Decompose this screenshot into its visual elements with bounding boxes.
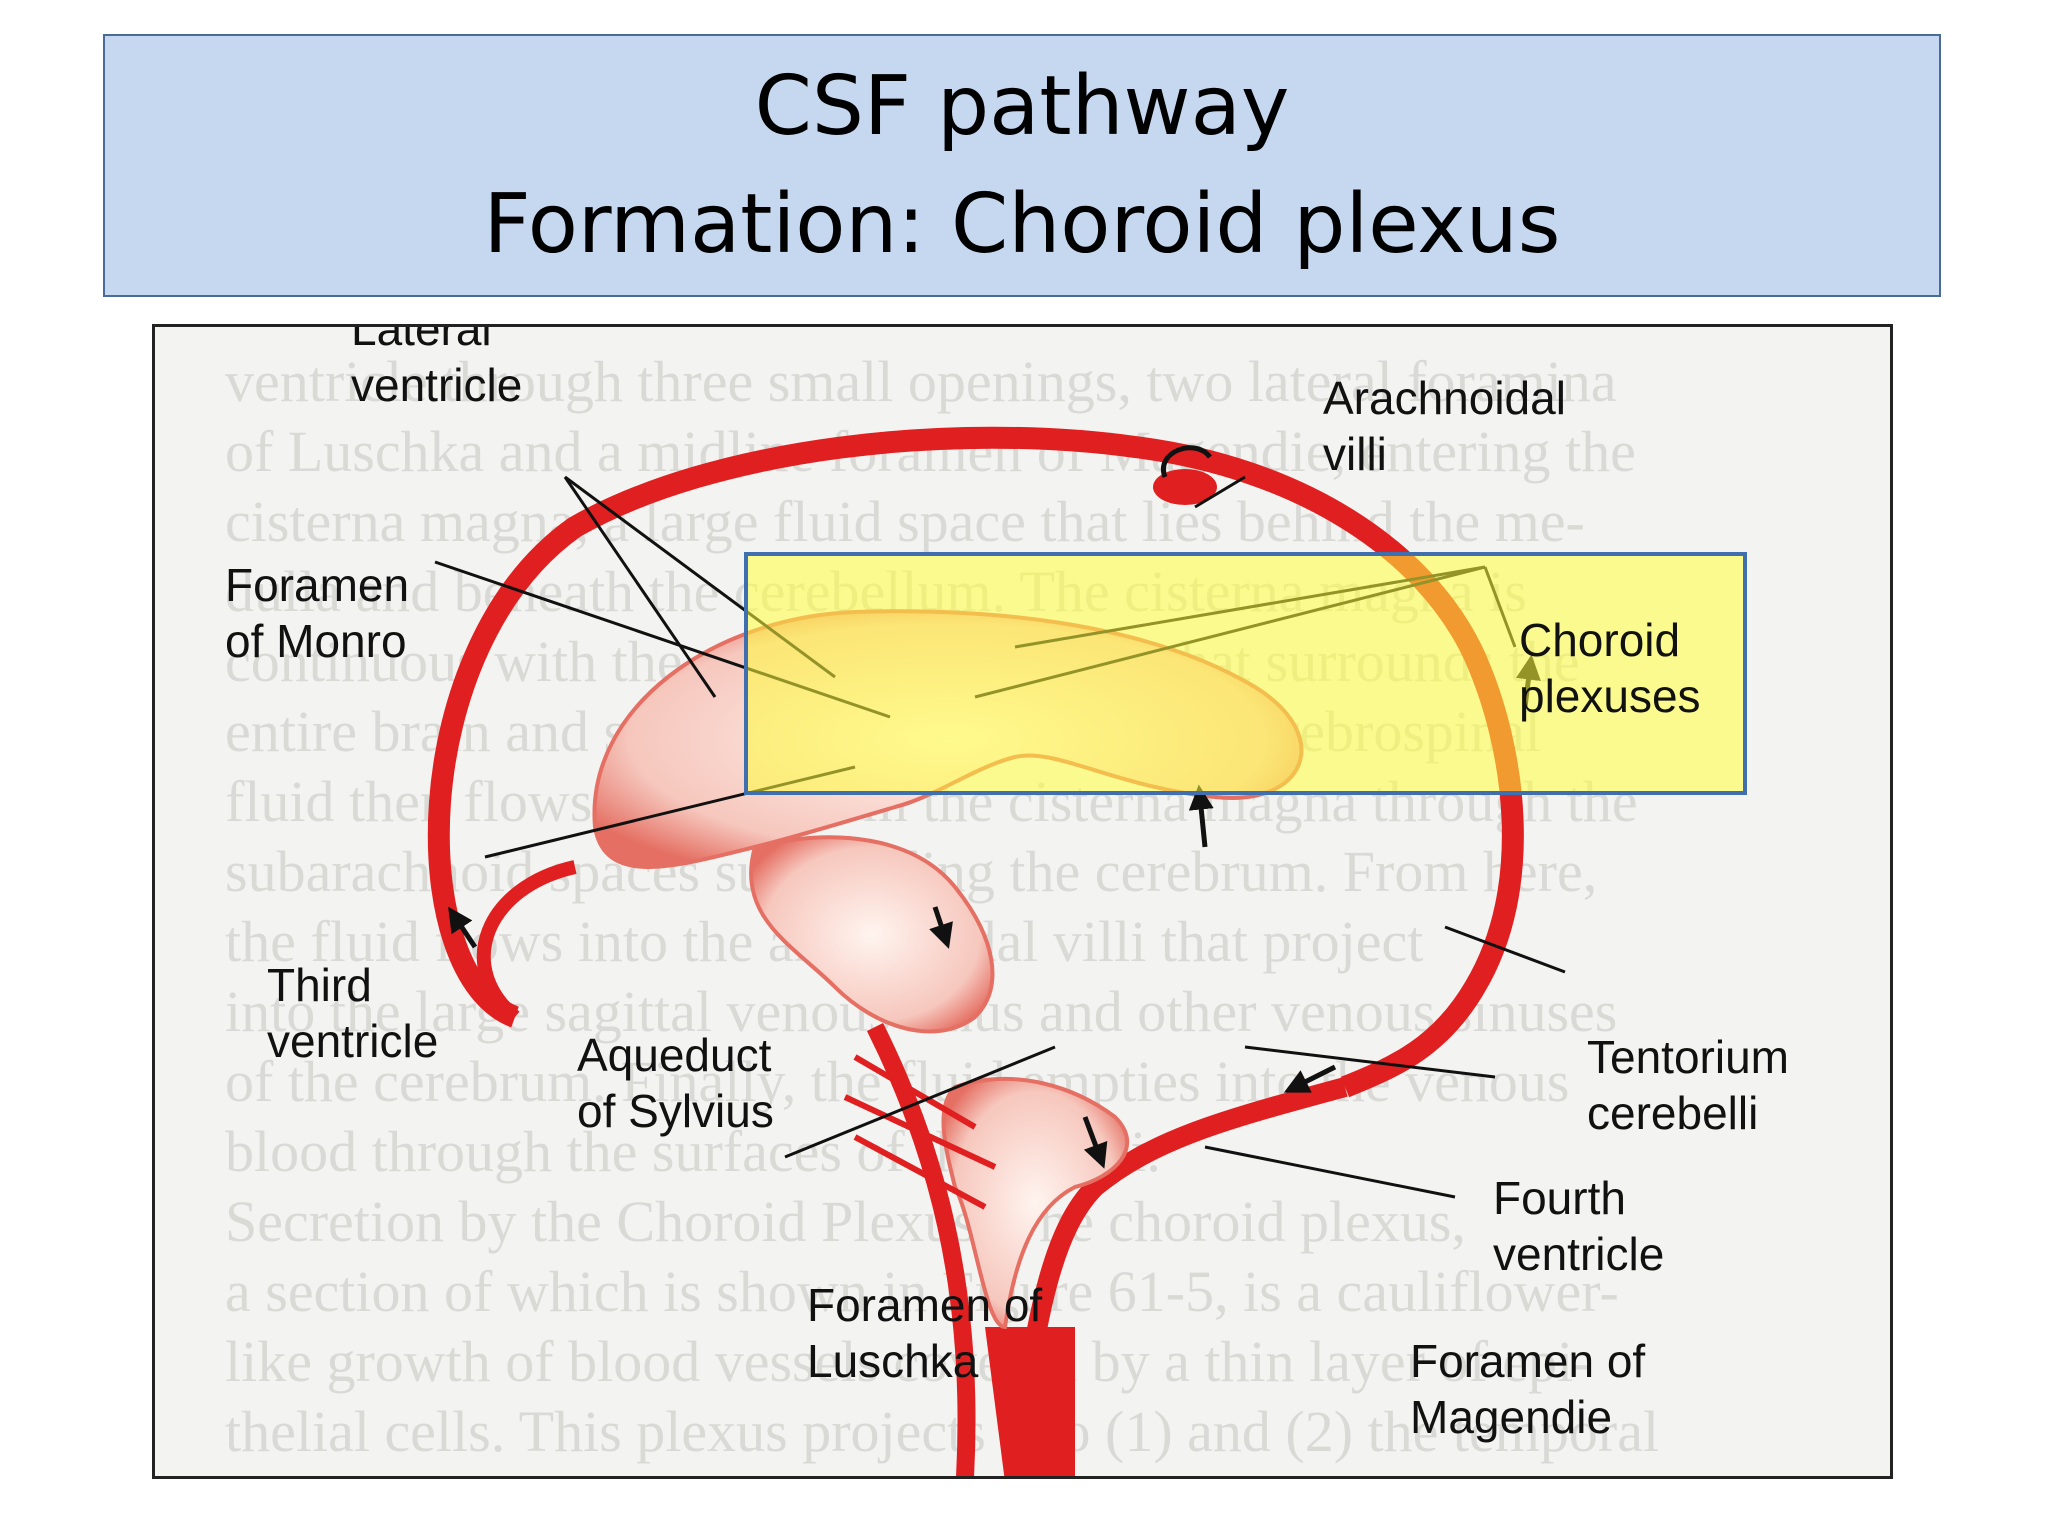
label-line: Foramen of [807, 1279, 1043, 1331]
label-line: Aqueduct [577, 1029, 772, 1081]
label-third-ventricle: Third ventricle [267, 957, 438, 1069]
brainstem-band [866, 1022, 976, 1476]
label-line: Foramen [225, 559, 410, 611]
fourth-ventricle-shape [941, 1076, 1130, 1330]
label-line: Tentorium [1587, 1031, 1789, 1083]
label-choroid-plexuses: Choroid plexuses [1519, 612, 1701, 724]
flow-arrow [1082, 1116, 1108, 1169]
label-line: cerebelli [1587, 1087, 1759, 1139]
spinal-canal [985, 1327, 1075, 1476]
subarachnoid-space [427, 426, 1524, 1098]
label-line: Magendie [1410, 1391, 1613, 1443]
label-foramen-of-luschka: Foramen of Luschka [807, 1277, 1042, 1389]
label-line: Lateral [351, 324, 492, 355]
label-line: plexuses [1519, 670, 1701, 722]
title-banner: CSF pathway Formation: Choroid plexus [103, 34, 1941, 297]
label-arachnoidal-villi: Arachnoidal villi [1323, 370, 1566, 482]
choroid-plexus-highlight-box [744, 552, 1747, 795]
label-foramen-of-monro: Foramen of Monro [225, 557, 409, 669]
subarachnoid-inner [476, 860, 577, 1023]
sagittal-sinus [1153, 469, 1217, 505]
label-tentorium-cerebelli: Tentorium cerebelli [1587, 1029, 1789, 1141]
label-line: villi [1323, 428, 1387, 480]
flow-arrow [929, 906, 953, 949]
csf-pathway-figure: ventricle through three small openings, … [152, 324, 1893, 1479]
label-line: Foramen of [1410, 1335, 1646, 1387]
slide-subtitle: Formation: Choroid plexus [483, 176, 1561, 272]
label-line: Choroid [1519, 614, 1681, 666]
slide-title: CSF pathway [754, 58, 1290, 154]
label-line: ventricle [267, 1015, 439, 1067]
label-line: Luschka [807, 1335, 979, 1387]
label-fourth-ventricle: Fourth ventricle [1493, 1170, 1664, 1282]
villi-arrow [1160, 445, 1212, 478]
label-aqueduct-of-sylvius: Aqueduct of Sylvius [577, 1027, 774, 1139]
label-line: Third [267, 959, 372, 1011]
label-line: Fourth [1493, 1172, 1626, 1224]
label-lateral-ventricle: Lateral ventricle [351, 324, 523, 413]
label-line: of Sylvius [577, 1085, 774, 1137]
label-line: of Monro [225, 615, 407, 667]
label-line: ventricle [351, 359, 523, 411]
flow-arrow [1283, 1064, 1337, 1093]
label-line: ventricle [1493, 1228, 1665, 1280]
label-foramen-of-magendie: Foramen of Magendie [1410, 1333, 1645, 1445]
label-line: Arachnoidal [1323, 372, 1566, 424]
cerebellum-lines [843, 1054, 997, 1210]
third-ventricle-shape [749, 835, 995, 1034]
flow-arrow [448, 906, 478, 949]
flow-arrow [1188, 784, 1214, 848]
